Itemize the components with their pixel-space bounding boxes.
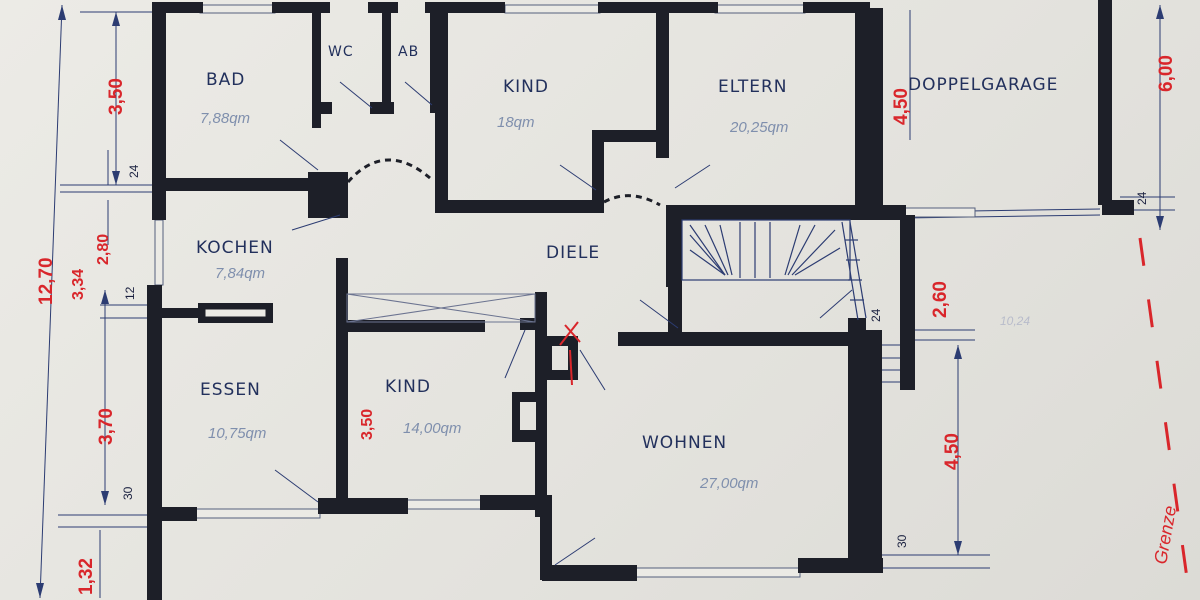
area-label-kind-top: 18qm	[497, 114, 535, 131]
faint-note: 10,24	[1000, 314, 1030, 328]
wall-thickness-1: 24	[127, 164, 141, 178]
walls	[147, 0, 1134, 600]
room-label-kind-top: KIND	[503, 77, 549, 97]
wall-thickness-4: 24	[869, 308, 883, 322]
area-label-bad: 7,88qm	[200, 110, 250, 127]
red-marks	[559, 237, 1192, 600]
dim-essen-height: 3,70	[96, 408, 117, 445]
area-label-kind-bottom: 14,00qm	[403, 420, 461, 437]
staircase	[681, 219, 867, 321]
windows	[154, 4, 976, 578]
dim-bad-height: 3,50	[106, 78, 127, 115]
doors	[346, 158, 661, 207]
area-label-kochen: 7,84qm	[215, 265, 265, 282]
area-label-eltern: 20,25qm	[729, 119, 788, 136]
room-label-diele: DIELE	[546, 243, 600, 263]
dim-eltern-height: 4,50	[891, 88, 912, 125]
wall-thickness-6: 30	[895, 534, 909, 548]
dim-garage-height: 6,00	[1156, 55, 1177, 92]
room-label-wohnen: WOHNEN	[642, 433, 727, 453]
leader-lines	[274, 81, 853, 566]
dim-wohnen-height: 4,50	[942, 433, 963, 470]
room-label-ab: AB	[398, 44, 419, 60]
room-label-essen: ESSEN	[200, 380, 261, 400]
boundary-label: Grenze	[1150, 504, 1180, 566]
area-label-essen: 10,75qm	[208, 425, 266, 442]
pantry-outline	[346, 293, 536, 323]
room-label-wc: WC	[328, 44, 354, 60]
dim-bottom: 1,32	[76, 558, 97, 595]
wall-thickness-5: 24	[1135, 191, 1149, 205]
wall-thickness-3: 30	[121, 486, 135, 500]
room-label-bad: BAD	[206, 70, 245, 90]
room-label-garage: DOPPELGARAGE	[908, 75, 1058, 95]
room-label-kochen: KOCHEN	[196, 238, 274, 258]
area-label-wohnen: 27,00qm	[699, 475, 758, 492]
dim-kitchen-a: 3,34	[70, 269, 87, 300]
wall-thickness-2: 12	[123, 286, 137, 300]
dim-total-height: 12,70	[36, 257, 57, 305]
room-label-eltern: ELTERN	[718, 77, 788, 97]
dimension-arrows	[36, 5, 1164, 598]
dim-stair-height: 2,60	[930, 281, 951, 318]
dim-kitchen-b: 2,80	[95, 234, 112, 265]
room-label-kind-bottom: KIND	[385, 377, 431, 397]
dim-kind-height: 3,50	[359, 409, 376, 440]
